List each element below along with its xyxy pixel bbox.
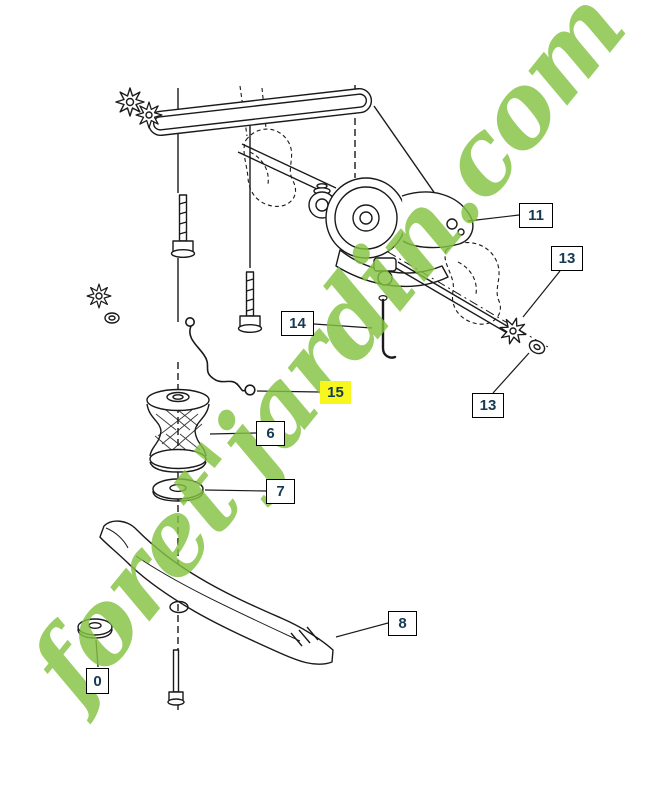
drive-belt bbox=[147, 87, 373, 137]
leader-lines bbox=[95, 214, 561, 668]
spring-wire-part15 bbox=[185, 316, 256, 396]
part-label-11: 11 bbox=[519, 203, 553, 228]
spool-part6 bbox=[146, 388, 210, 473]
star-coupling-right-icon bbox=[496, 314, 546, 355]
phantom-outlines bbox=[239, 85, 501, 325]
bolt-bottom bbox=[167, 649, 185, 706]
spindle-pulley-assembly bbox=[308, 177, 474, 288]
pin-part14 bbox=[378, 295, 397, 359]
part-label-7: 7 bbox=[266, 479, 295, 504]
mounting-bolts bbox=[170, 194, 263, 334]
part-label-15-highlighted: 15 bbox=[320, 381, 351, 404]
star-coupling-left-edge-icon bbox=[86, 283, 120, 324]
washer-part7 bbox=[152, 478, 204, 502]
washer-bottom-left bbox=[77, 618, 113, 639]
blade-part8 bbox=[99, 520, 334, 665]
part-label-0-partial: 0 bbox=[86, 668, 109, 694]
part-label-6: 6 bbox=[256, 421, 285, 446]
part-label-8: 8 bbox=[388, 611, 417, 636]
part-label-13-bottom: 13 bbox=[472, 393, 504, 418]
part-label-14: 14 bbox=[281, 311, 314, 336]
star-coupling-top-left-icon bbox=[115, 87, 163, 129]
part-label-13-top: 13 bbox=[551, 246, 583, 271]
